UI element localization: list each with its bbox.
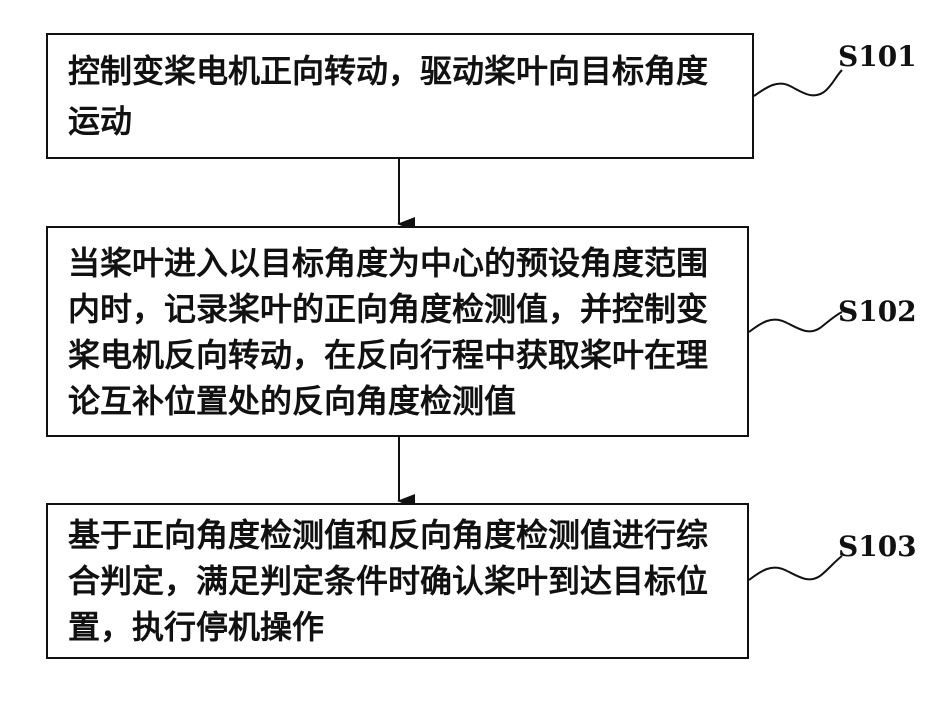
step-text-s102: 当桨叶进入以目标角度为中心的预设角度范围内时，记录桨叶的正向角度检测值，并控制变… (68, 240, 731, 424)
step-label-s101: S101 (838, 40, 917, 73)
step-box-s101: 控制变桨电机正向转动，驱动桨叶向目标角度运动 (46, 33, 754, 159)
step-box-s103: 基于正向角度检测值和反向角度检测值进行综合判定，满足判定条件时确认桨叶到达目标位… (46, 503, 749, 659)
step-label-s103: S103 (838, 530, 917, 563)
step-label-s102: S102 (838, 295, 917, 328)
leader-line-s103 (749, 556, 842, 580)
step-text-s103: 基于正向角度检测值和反向角度检测值进行综合判定，满足判定条件时确认桨叶到达目标位… (68, 512, 731, 650)
step-text-s101: 控制变桨电机正向转动，驱动桨叶向目标角度运动 (68, 46, 736, 146)
leader-line-s101 (754, 70, 842, 96)
leader-line-s102 (749, 312, 842, 332)
step-box-s102: 当桨叶进入以目标角度为中心的预设角度范围内时，记录桨叶的正向角度检测值，并控制变… (46, 226, 749, 437)
